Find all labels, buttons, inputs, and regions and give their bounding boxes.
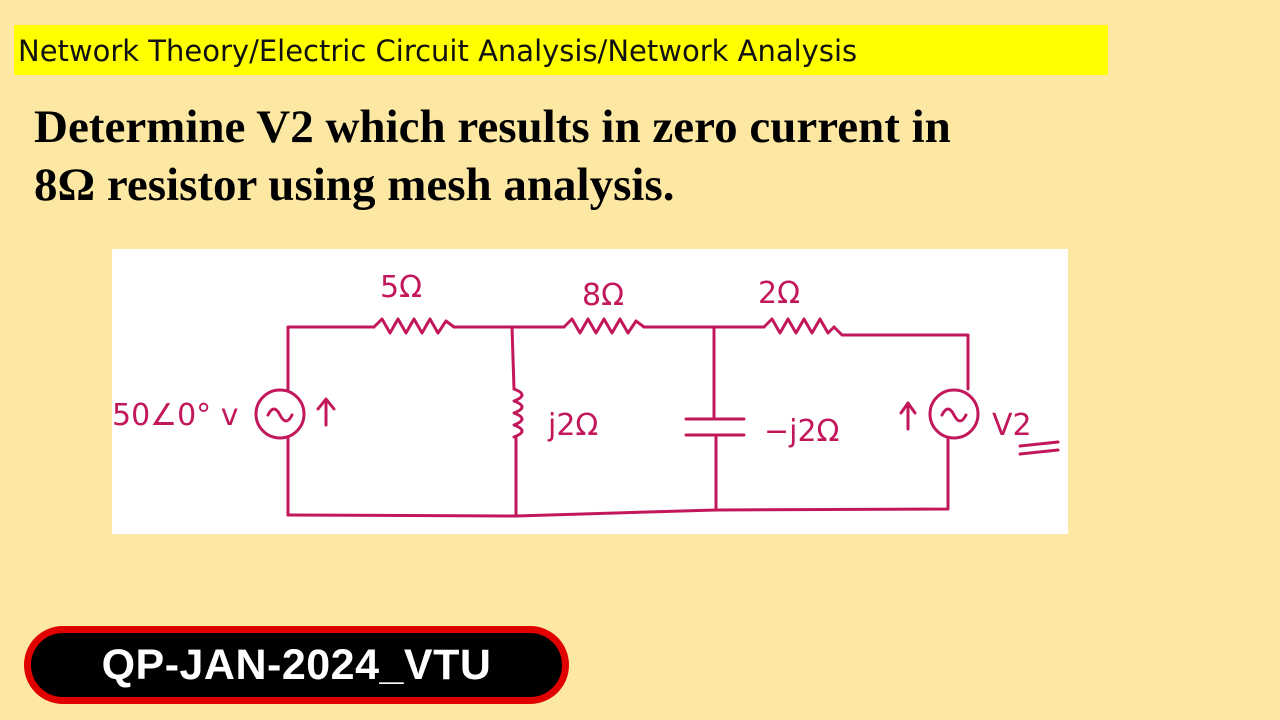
question-line-1: Determine V2 which results in zero curre… [34, 101, 951, 153]
left-arrow [316, 397, 336, 427]
capacitor-label: −j2Ω [764, 414, 839, 449]
circuit-diagram: 50∠0° v 5Ω 8Ω 2Ω j2Ω −j2Ω V2 [112, 249, 1068, 534]
inductor-coil [512, 387, 524, 439]
wire-top-right [832, 325, 970, 391]
exam-badge-text: QP-JAN-2024_VTU [101, 640, 492, 689]
source-right-label: V2 [992, 408, 1032, 443]
resistor-5-zigzag [372, 317, 456, 335]
left-source-circle [254, 388, 306, 440]
question-line-2: 8Ω resistor using mesh analysis. [34, 159, 675, 211]
inductor-label: j2Ω [547, 408, 598, 443]
left-source-tilde [266, 407, 294, 423]
topic-text: Network Theory/Electric Circuit Analysis… [18, 34, 858, 68]
question-text: Determine V2 which results in zero curre… [34, 98, 1254, 214]
v2-underline-1 [1018, 440, 1060, 448]
exam-badge: QP-JAN-2024_VTU [24, 626, 569, 704]
r3-label: 2Ω [758, 276, 800, 311]
r1-label: 5Ω [380, 270, 422, 305]
resistor-8-zigzag [562, 317, 646, 335]
wire-top-left [286, 325, 376, 336]
wire-inductor-top [510, 325, 516, 391]
right-source-circle [928, 388, 980, 440]
source-left-label: 50∠0° v [112, 398, 238, 433]
wire-bottom [286, 436, 950, 518]
circuit-svg: 50∠0° v 5Ω 8Ω 2Ω j2Ω −j2Ω V2 [112, 270, 1060, 518]
r2-label: 8Ω [582, 278, 624, 313]
topic-banner [14, 25, 1108, 75]
resistor-2-zigzag [762, 317, 836, 335]
right-arrow [899, 401, 917, 431]
right-source-tilde [940, 407, 968, 423]
v2-underline-2 [1018, 448, 1060, 456]
